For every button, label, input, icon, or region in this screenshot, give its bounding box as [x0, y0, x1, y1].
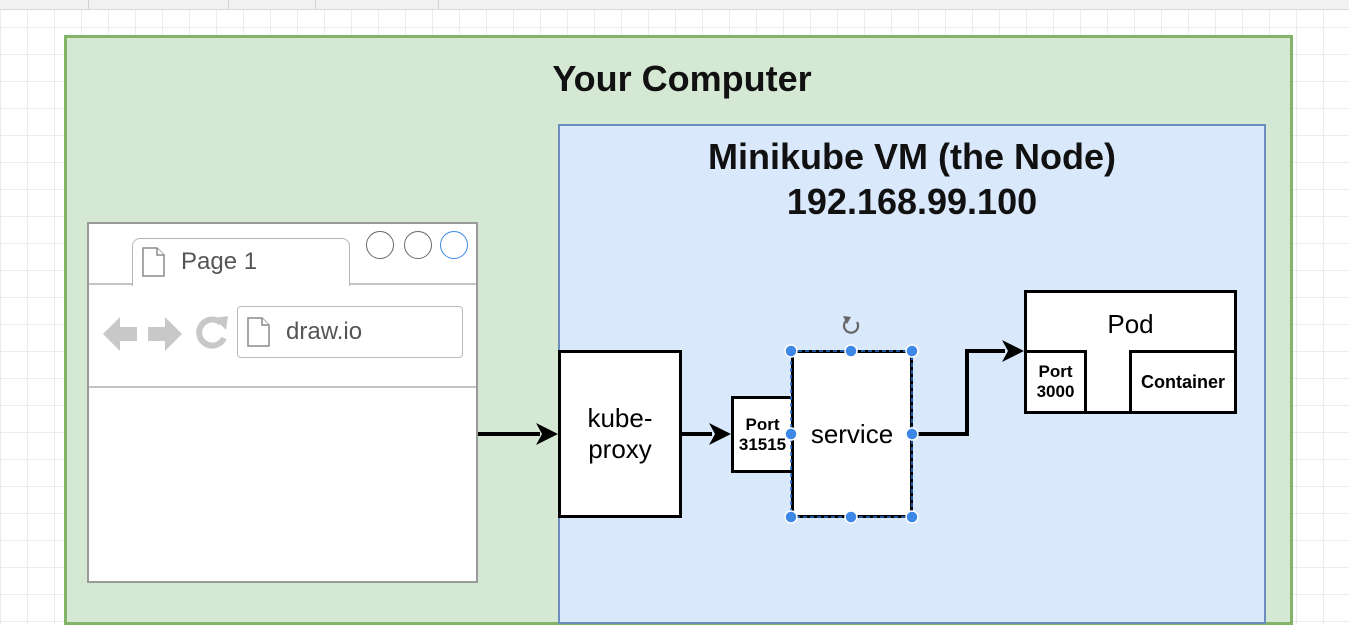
kube-proxy-label-line2: proxy: [588, 434, 652, 464]
service-port-box[interactable]: Port 31515: [731, 396, 794, 473]
tab-baseline-right: [350, 283, 476, 285]
container-label: Container: [1140, 371, 1225, 392]
pod-port-label: Port: [1038, 362, 1073, 381]
toolbar-divider: [89, 386, 476, 388]
arrow-kube-proxy-to-port[interactable]: [681, 423, 731, 445]
kube-proxy-label-line1: kube-: [587, 403, 653, 433]
kube-proxy-box[interactable]: kube- proxy: [558, 350, 682, 518]
pod-port-number: 3000: [1036, 382, 1075, 401]
minikube-vm-title: Minikube VM (the Node) 192.168.99.100: [558, 134, 1266, 224]
resize-handle[interactable]: [844, 510, 858, 524]
service-port-number: 31515: [738, 434, 787, 454]
back-arrow-icon[interactable]: [103, 317, 137, 351]
toolbar-separator: [228, 0, 229, 9]
editor-toolbar-strip: [0, 0, 1349, 10]
vm-ip-address: 192.168.99.100: [786, 181, 1038, 222]
toolbar-separator: [315, 0, 316, 9]
service-label: service: [810, 418, 894, 449]
service-port-label: Port: [745, 414, 780, 434]
resize-handle[interactable]: [784, 427, 798, 441]
toolbar-separator: [88, 0, 89, 9]
resize-handle[interactable]: [905, 510, 919, 524]
browser-tab-label: Page 1: [181, 248, 258, 275]
arrow-service-to-pod[interactable]: [912, 340, 1024, 436]
resize-handle[interactable]: [784, 344, 798, 358]
page-icon: [142, 247, 165, 277]
window-control-icon[interactable]: [366, 231, 394, 259]
pod-label: Pod: [1107, 309, 1154, 339]
window-control-icon[interactable]: [440, 231, 468, 259]
resize-handle[interactable]: [784, 510, 798, 524]
vm-name: Minikube VM (the Node): [708, 136, 1116, 177]
browser-tab[interactable]: [132, 238, 350, 286]
reload-icon[interactable]: [196, 316, 228, 349]
toolbar-separator: [438, 0, 439, 9]
resize-handle[interactable]: [905, 427, 919, 441]
rotate-handle-icon[interactable]: [842, 316, 860, 334]
resize-handle[interactable]: [905, 344, 919, 358]
container-box[interactable]: Container: [1129, 350, 1237, 414]
url-bar[interactable]: [237, 306, 463, 358]
your-computer-title: Your Computer: [552, 58, 812, 99]
selection-outline: [790, 350, 913, 518]
arrow-browser-to-kube-proxy[interactable]: [478, 423, 558, 445]
pod-port-box[interactable]: Port 3000: [1024, 350, 1087, 414]
tab-baseline-left: [89, 283, 132, 285]
page-icon: [247, 317, 270, 347]
url-text: draw.io: [286, 318, 363, 345]
window-control-icon[interactable]: [404, 231, 432, 259]
resize-handle[interactable]: [844, 344, 858, 358]
forward-arrow-icon[interactable]: [148, 317, 182, 351]
